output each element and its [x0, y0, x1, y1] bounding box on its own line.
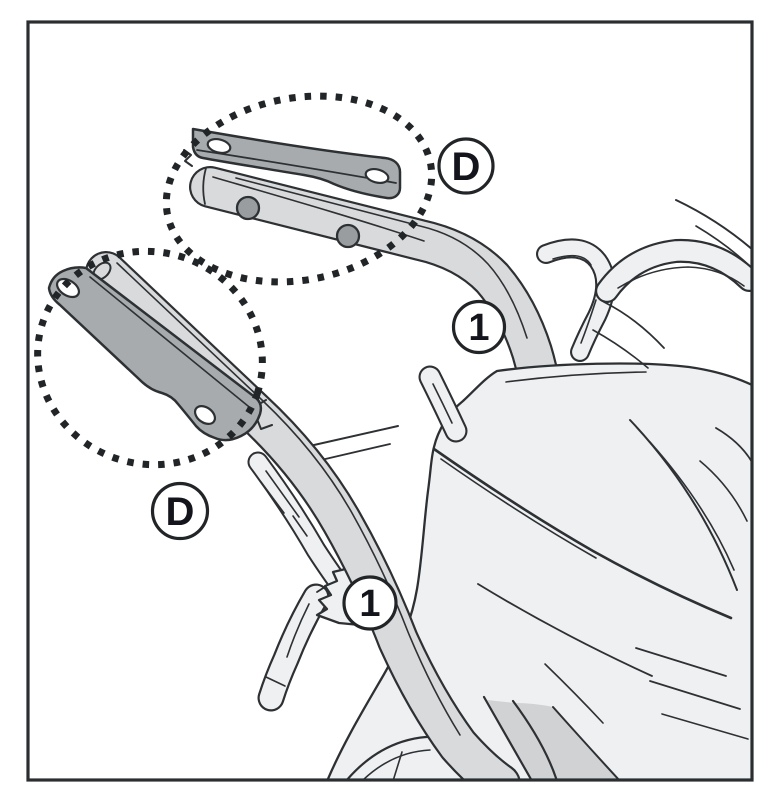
hatch-line	[661, 713, 749, 740]
fender-spoke-line	[392, 751, 403, 779]
callout-d-left: D	[150, 481, 210, 541]
callout-label-1-bottom: 1	[359, 583, 380, 625]
rail-bend-line	[212, 176, 425, 242]
tail-sweep-line	[629, 419, 738, 591]
tail-seam-line	[432, 447, 733, 620]
undertail-curve	[544, 663, 604, 724]
undertail-edge	[482, 695, 533, 779]
lower-panel-line	[477, 583, 653, 677]
handle-mount-line	[603, 301, 665, 349]
bracket-edge-line	[89, 276, 249, 407]
taillight-notch-line	[715, 427, 751, 463]
grab-handle-right	[595, 238, 751, 303]
callout-1-bottom: 1	[342, 575, 398, 631]
tail-top-line	[675, 199, 751, 250]
rail-end-cap-line	[202, 167, 207, 205]
taillight-notch-line-2	[699, 460, 748, 522]
callout-d-top: D	[437, 137, 495, 195]
bracket-plate-top	[191, 127, 402, 200]
bracket-oval-hole	[193, 405, 217, 425]
bracket-bolt	[335, 223, 361, 249]
tube-highlight-line	[235, 177, 528, 339]
seat-edge-line	[505, 371, 647, 383]
bracket-bolt	[235, 195, 261, 221]
callout-1-top: 1	[451, 299, 507, 355]
undertail-edge-3	[552, 706, 620, 779]
highlight-ellipse-left	[34, 247, 266, 469]
diagram-frame	[26, 20, 754, 782]
hatch-line	[649, 680, 741, 710]
hatch-line	[635, 647, 727, 677]
tube-highlight-line	[116, 262, 461, 736]
tail-seam-parallel	[440, 458, 597, 559]
mounting-bracket-left	[47, 266, 263, 442]
undertail-edge-2	[511, 699, 558, 779]
tail-sweep-line-2	[649, 441, 735, 571]
rear-fender-inner-arc	[363, 749, 431, 779]
mounting-bracket-top	[183, 127, 425, 249]
bracket-plate-left	[47, 266, 263, 442]
turn-signal-lower	[257, 582, 337, 712]
callout-label-d-left: D	[166, 490, 195, 534]
callout-label-1-top: 1	[468, 307, 489, 349]
callout-label-d-top: D	[452, 145, 481, 189]
turn-signal-upper	[418, 365, 468, 443]
undertail-shadow	[487, 700, 619, 779]
bracket-slot-hole	[206, 138, 232, 154]
highlight-ellipse-top	[162, 92, 436, 286]
handle-mount-line-2	[592, 329, 649, 369]
bracket-slot-hole	[364, 168, 390, 184]
